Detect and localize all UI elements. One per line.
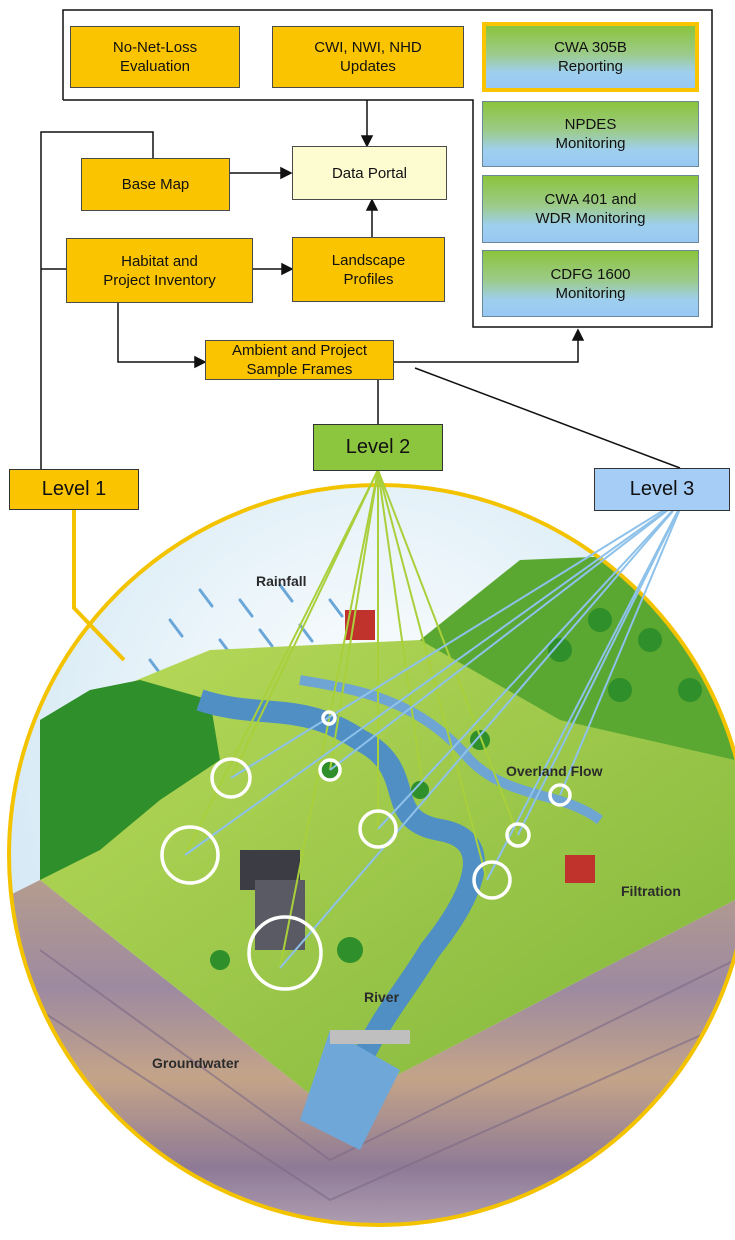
sample-circles <box>160 710 572 991</box>
label-rainfall: Rainfall <box>256 573 307 589</box>
level3-box: Level 3 <box>594 468 730 511</box>
landscape-profiles-box: Landscape Profiles <box>292 237 445 302</box>
cwi-nwi-nhd-box: CWI, NWI, NHD Updates <box>272 26 464 88</box>
label-filtration: Filtration <box>621 883 681 899</box>
label-river: River <box>364 989 400 1005</box>
label-groundwater: Groundwater <box>152 1055 240 1071</box>
level3-rays <box>184 496 686 969</box>
connectors <box>40 100 681 469</box>
data-portal-box: Data Portal <box>292 146 447 200</box>
landscape-illustration <box>9 485 735 1225</box>
label-overland-flow: Overland Flow <box>506 763 603 779</box>
top-frame <box>62 9 713 328</box>
base-map-box: Base Map <box>81 158 230 211</box>
level2-box: Level 2 <box>313 424 443 471</box>
sample-frames-box: Ambient and Project Sample Frames <box>205 340 394 380</box>
level2-rays <box>184 469 519 969</box>
cwa-305b-box: CWA 305B Reporting <box>482 22 699 92</box>
npdes-box: NPDES Monitoring <box>482 101 699 167</box>
cdfg1600-box: CDFG 1600 Monitoring <box>482 250 699 317</box>
habitat-inventory-box: Habitat and Project Inventory <box>66 238 253 303</box>
no-net-loss-box: No-Net-Loss Evaluation <box>70 26 240 88</box>
cwa401-box: CWA 401 and WDR Monitoring <box>482 175 699 243</box>
level1-box: Level 1 <box>9 469 139 510</box>
